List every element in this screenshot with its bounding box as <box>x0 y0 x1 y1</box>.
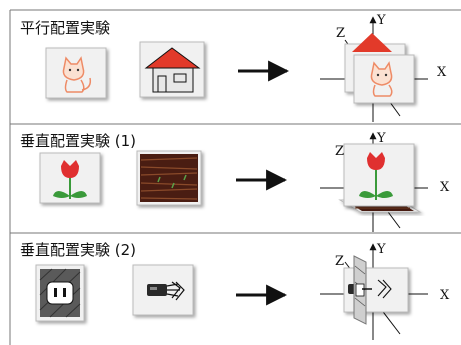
cat-drawing-icon <box>45 47 107 99</box>
tulip-drawing-icon <box>39 152 101 204</box>
axis-x-label: X <box>440 288 450 303</box>
power-outlet-icon <box>353 255 372 325</box>
axis-x-label: X <box>440 180 450 195</box>
tulip-drawing-icon <box>343 143 415 207</box>
axis-z-label: Z <box>336 26 345 41</box>
axis-z-label: Z <box>335 144 344 159</box>
axis-y-label: Y <box>376 13 386 28</box>
cat-drawing-icon <box>353 54 415 104</box>
panel-parallel: 平行配置実験 <box>20 13 447 122</box>
house-drawing-icon <box>139 41 205 98</box>
axis-z-label: Z <box>335 254 344 269</box>
axis-y-label: Y <box>376 131 386 146</box>
panel-title: 平行配置実験 <box>20 19 110 37</box>
axis-y-label: Y <box>376 242 386 257</box>
power-outlet-icon <box>35 264 85 322</box>
panel-vertical-2: 垂直配置実験 (2) <box>20 241 450 340</box>
axis-x-label: X <box>437 65 447 80</box>
panel-frame <box>9 9 461 345</box>
power-plug-icon <box>132 264 194 316</box>
panel-title: 垂直配置実験 (1) <box>20 132 136 150</box>
panel-title: 垂直配置実験 (2) <box>20 241 136 259</box>
bark-texture-icon <box>136 150 202 206</box>
panel-vertical-1: 垂直配置実験 (1) <box>20 131 450 232</box>
